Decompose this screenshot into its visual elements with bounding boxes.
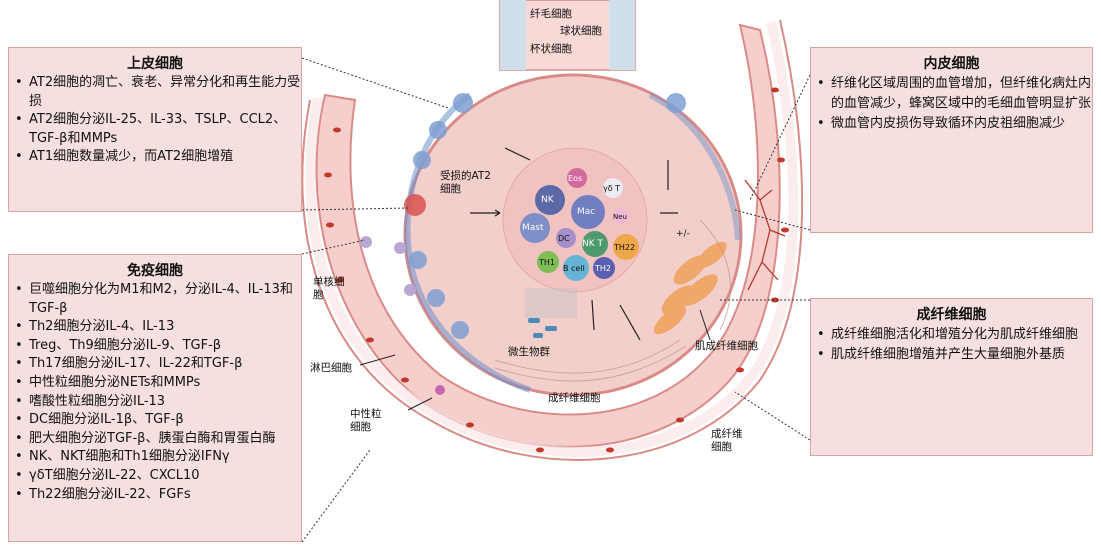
leukocytes: [360, 236, 445, 395]
th1-label: TH1: [539, 258, 555, 267]
label-pointers: [359, 309, 711, 411]
leader-lines: [301, 57, 811, 543]
myofibroblast-cluster: [653, 241, 727, 335]
red-blood-cells: [324, 87, 789, 453]
list-item: 微血管内皮损伤导致循环内皮祖细胞减少: [817, 114, 1092, 134]
endothelial-cell-box: 内皮细胞 纤维化区域周围的血管增加，但纤维化病灶内的血管减少，蜂窝区域中的毛细血…: [810, 47, 1093, 233]
list-item: 嗜酸性粒细胞分泌IL-13: [15, 393, 301, 412]
ciliated-cell-label: 纤毛细胞: [530, 8, 572, 20]
at2-cells: [404, 93, 686, 339]
microbiota: [528, 318, 557, 338]
fibroblast-outer-label: 成纤维细胞: [711, 428, 743, 453]
neutrophil-label: 中性粒细胞: [350, 408, 382, 433]
capillary-outer-wall: [301, 19, 804, 461]
fibroblast-list: 成纤维细胞活化和增殖分化为肌成纤维细胞 肌成纤维细胞增殖并产生大量细胞外基质: [811, 325, 1092, 365]
club-cell-label: 球状细胞: [560, 25, 602, 37]
endothelial-title: 内皮细胞: [923, 56, 980, 72]
immune-cell-box: 免疫细胞 巨噬细胞分化为M1和M2，分泌IL-4、IL-13和TGF-β Th2…: [8, 254, 302, 542]
monocyte-label: 单核细胞: [313, 276, 345, 301]
epithelial-cell-box: 上皮细胞 AT2细胞的凋亡、衰老、异常分化和再生能力受损 AT2细胞分泌IL-2…: [8, 47, 302, 212]
list-item: 巨噬细胞分化为M1和M2，分泌IL-4、IL-13和TGF-β: [15, 281, 301, 318]
fibroblast-title: 成纤维细胞: [916, 307, 987, 323]
process-arrows: [470, 147, 678, 341]
list-item: γδT细胞分泌IL-22、CXCL10: [15, 467, 301, 486]
airway-left-epithelium: [500, 0, 526, 70]
list-item: NK、NKT细胞和Th1细胞分泌IFNγ: [15, 448, 301, 467]
epithelial-list: AT2细胞的凋亡、衰老、异常分化和再生能力受损 AT2细胞分泌IL-25、IL-…: [9, 74, 301, 167]
list-item: AT2细胞的凋亡、衰老、异常分化和再生能力受损: [15, 74, 301, 111]
list-item: 成纤维细胞活化和增殖分化为肌成纤维细胞: [817, 325, 1092, 345]
extracellular-matrix: [494, 219, 731, 382]
bcell-label: B cell: [563, 264, 585, 273]
list-item: AT1细胞数量减少，而AT2细胞增殖: [15, 148, 301, 167]
endothelial-list: 纤维化区域周围的血管增加，但纤维化病灶内的血管减少，蜂窝区域中的毛细血管明显扩张…: [811, 74, 1092, 134]
eos-label: Eos: [568, 174, 583, 183]
th2-label: TH2: [595, 264, 611, 273]
list-item: Th17细胞分泌IL-17、IL-22和TGF-β: [15, 355, 301, 374]
immune-cells: [520, 168, 639, 281]
list-item: AT2细胞分泌IL-25、IL-33、TSLP、CCL2、TGF-β和MMPs: [15, 111, 301, 148]
list-item: Th22细胞分泌IL-22、FGFs: [15, 486, 301, 505]
immune-title: 免疫细胞: [127, 263, 183, 279]
th22-label: TH22: [614, 243, 636, 252]
list-item: 肥大细胞分泌TGF-β、胰蛋白酶和胃蛋白酶: [15, 430, 301, 449]
epithelial-title: 上皮细胞: [127, 56, 183, 72]
airway-right-epithelium: [609, 0, 635, 70]
nk-label: NK: [541, 195, 554, 205]
fibroblast-box: 成纤维细胞 成纤维细胞活化和增殖分化为肌成纤维细胞 肌成纤维细胞增殖并产生大量细…: [810, 298, 1093, 456]
neovessels: [744, 179, 786, 291]
gray-zone: [525, 288, 577, 318]
mac-label: Mac: [577, 207, 596, 217]
nkt-label: NK T: [582, 239, 603, 249]
list-item: Th2细胞分泌IL-4、IL-13: [15, 318, 301, 337]
mast-label: Mast: [522, 223, 544, 233]
immune-list: 巨噬细胞分化为M1和M2，分泌IL-4、IL-13和TGF-β Th2细胞分泌I…: [9, 281, 301, 504]
gdt-label: γδ T: [603, 184, 621, 193]
list-item: 中性粒细胞分泌NETs和MMPs: [15, 374, 301, 393]
list-item: 肌成纤维细胞增殖并产生大量细胞外基质: [817, 345, 1092, 365]
list-item: Treg、Th9细胞分泌IL-9、TGF-β: [15, 337, 301, 356]
list-item: DC细胞分泌IL-1β、TGF-β: [15, 411, 301, 430]
dc-label: DC: [558, 234, 570, 243]
goblet-cell-label: 杯状细胞: [530, 43, 572, 55]
list-item: 纤维化区域周围的血管增加，但纤维化病灶内的血管减少，蜂窝区域中的毛细血管明显扩张: [817, 74, 1092, 114]
damaged-at2-label: 受损的AT2细胞: [440, 170, 491, 195]
neu-label: Neu: [613, 213, 627, 221]
lymphocyte-label: 淋巴细胞: [310, 362, 352, 374]
microbiota-label: 微生物群: [508, 346, 550, 358]
plus-minus-label: +/-: [676, 229, 690, 239]
fibroblast-inner-label: 成纤维细胞: [548, 392, 601, 404]
myofibroblast-label: 肌成纤维细胞: [695, 340, 758, 352]
